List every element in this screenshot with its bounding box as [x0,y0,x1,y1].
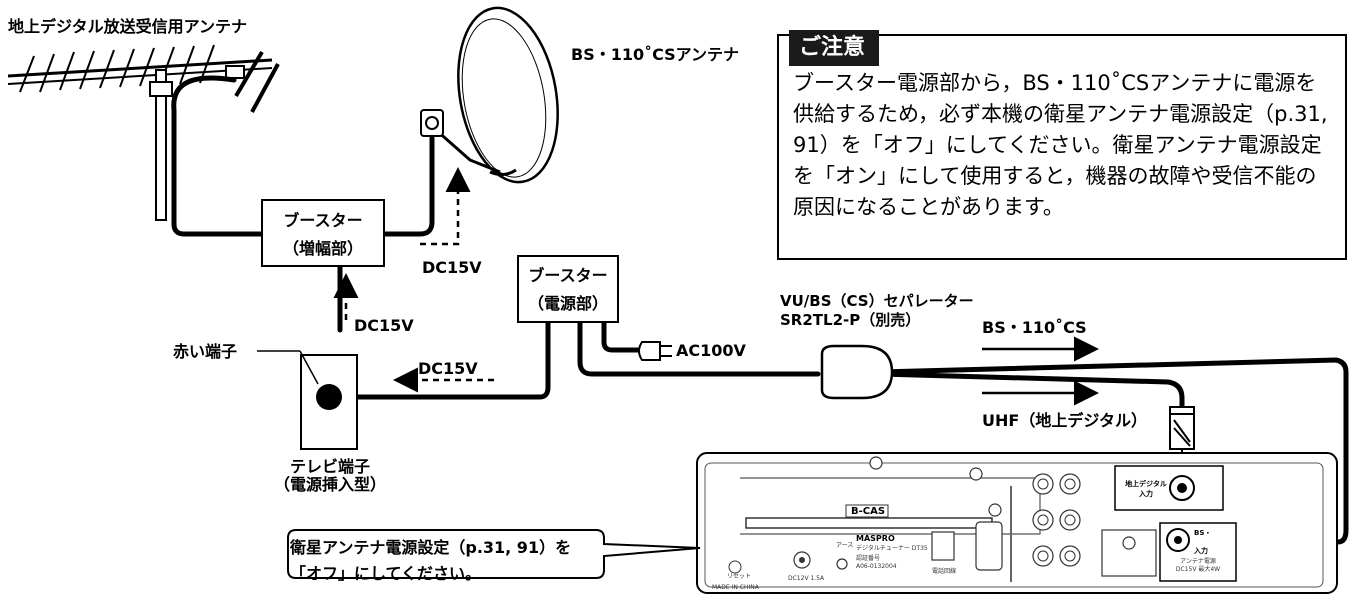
booster-power-label-2: （電源部） [528,294,608,313]
booster-power-label-1: ブースター [528,266,607,285]
phone-label: 電話回線 [932,567,956,575]
dc15v-label-dish: DC15V [422,258,482,277]
booster-power-box [517,255,619,323]
separator-label-2: SR2TL2-P（別売） [780,311,920,329]
booster-amplifier-box [261,199,385,267]
terrestrial-input-label-2: 入力 [1138,489,1153,498]
tuner-device [696,452,1338,594]
bs-input-label-2: 入力 [1193,546,1208,555]
tv-terminal-label-1: テレビ端子 [290,457,370,476]
callout-bubble [287,529,701,579]
separator-device-icon [820,344,894,400]
terrestrial-antenna-icon [7,44,280,221]
dc-arrow-to-dish [420,167,471,246]
bs-signal-label: BS・110˚CS [982,318,1087,337]
ac100v-label: AC100V [676,341,747,360]
bs-power-label-2: DC15V 最大4W [1176,565,1220,573]
dc15v-label-terminal: DC15V [418,359,478,378]
cert-number: A06-0132004 [856,563,897,570]
brand-label: MASPRO [856,534,895,543]
terrestrial-antenna-label: 地上デジタル放送受信用アンテナ [8,17,247,36]
dc15v-label-booster: DC15V [354,316,414,335]
cert-label: 認証番号 [856,554,880,562]
uhf-signal-label: UHF（地上デジタル） [982,411,1147,430]
reset-label: リセット [727,573,751,580]
red-terminal-jack [316,384,342,410]
terrestrial-input-label-1: 地上デジタル [1125,479,1167,488]
tv-terminal [257,350,358,450]
booster-amp-label-1: ブースター [283,211,362,230]
callout-text: 衛星アンテナ電源設定（p.31, 91）を 「オフ」にしてください。 [290,538,572,583]
bcas-slot-label: B-CAS [851,506,885,517]
ac-plug-icon [638,341,672,361]
bs-antenna-label: BS・110˚CSアンテナ [571,45,739,64]
f-connector-icon [1169,406,1195,475]
notice-box: ご注意 ブースター電源部から，BS・110˚CSアンテナに電源を供給するため，必… [777,30,1347,260]
bs-power-label-1: アンテナ電源 [1180,557,1216,565]
notice-body: ブースター電源部から，BS・110˚CSアンテナに電源を供給するため，必ず本機の… [793,71,1328,219]
booster-amp-label-2: （増幅部） [283,239,363,258]
notice-title: ご注意 [789,30,880,66]
satellite-dish-icon [420,6,559,184]
tv-terminal-label-2: （電源挿入型） [274,475,386,494]
dc-in-label: DC12V 1.5A [788,575,825,582]
bs-input-label-1: BS・ [1194,529,1211,537]
model-label: デジタルチューナー DT35 [856,544,928,552]
ground-label: アース [836,542,853,549]
red-terminal-label: 赤い端子 [173,342,237,361]
separator-label-1: VU/BS（CS）セパレーター [780,292,974,310]
made-in-label: MADE IN CHINA [712,584,760,591]
